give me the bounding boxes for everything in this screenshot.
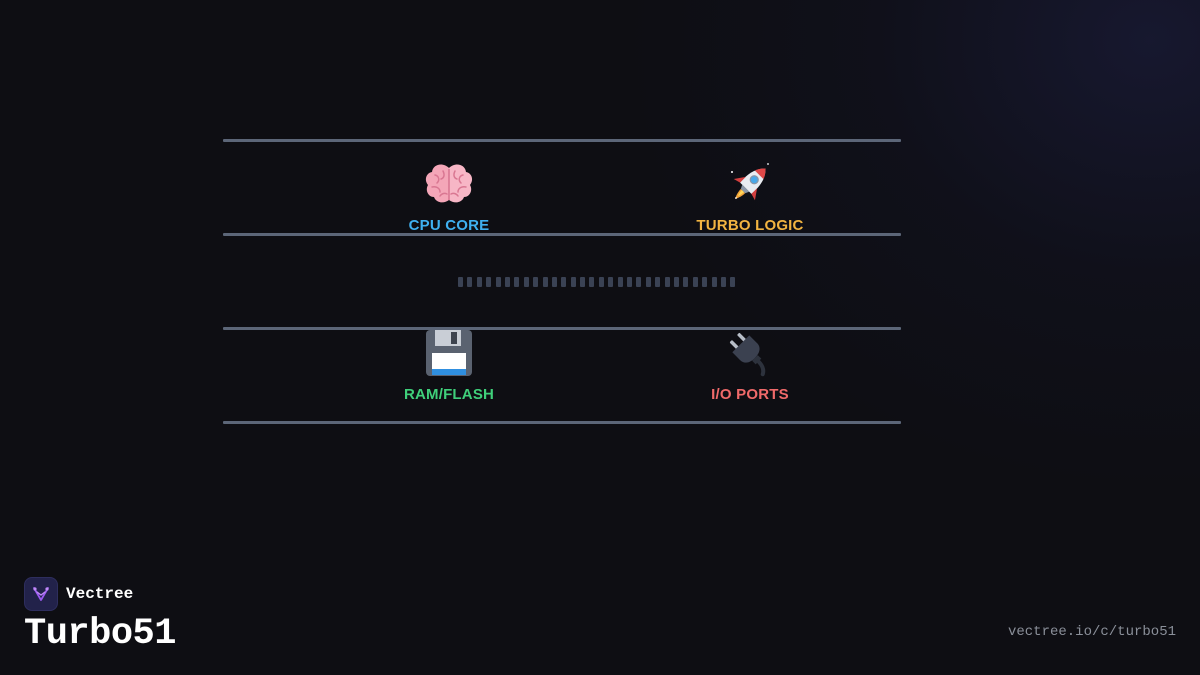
bus-tick [514,277,520,287]
bus-ticks [458,277,740,287]
bus-tick [598,277,604,287]
bus-tick [683,277,689,287]
divider-line-top [223,139,901,142]
floppy-disk-icon [339,329,559,377]
bus-tick [627,277,633,287]
bus-tick [730,277,736,287]
vectree-logo-icon [24,577,58,611]
block-io-ports: I/O PORTS [640,329,860,403]
brain-icon [339,160,559,208]
bus-tick [608,277,614,287]
block-label: TURBO LOGIC [696,217,804,234]
bus-tick [476,277,482,287]
block-label: RAM/FLASH [403,386,495,403]
bus-tick [561,277,567,287]
bus-tick [702,277,708,287]
block-turbo-logic: TURBO LOGIC [640,160,860,234]
footer-url[interactable]: vectree.io/c/turbo51 [1007,624,1176,640]
bus-tick [580,277,586,287]
bus-tick [711,277,717,287]
bus-tick [486,277,492,287]
bus-tick [617,277,623,287]
bus-tick [589,277,595,287]
bus-tick [720,277,726,287]
block-label: I/O PORTS [711,386,789,403]
bus-tick [551,277,557,287]
bus-tick [467,277,473,287]
bus-tick [692,277,698,287]
bus-tick [523,277,529,287]
rocket-icon [640,160,860,208]
brand: Vectree [24,577,133,611]
bus-tick [636,277,642,287]
bus-tick [495,277,501,287]
divider-line-bottom [223,421,901,424]
divider-line-lower-middle [223,327,901,330]
bus-tick [645,277,651,287]
bus-tick [664,277,670,287]
block-cpu-core: CPU CORE [339,160,559,234]
bus-tick [570,277,576,287]
bus-tick [655,277,661,287]
divider-line-upper-middle [223,233,901,236]
bus-tick [504,277,510,287]
bus-tick [673,277,679,287]
brand-name: Vectree [66,585,134,603]
block-ram-flash: RAM/FLASH [339,329,559,403]
product-title: Turbo51 [24,613,176,655]
electric-plug-icon [640,329,860,377]
bus-tick [458,277,463,287]
block-label: CPU CORE [408,217,490,234]
bus-tick [542,277,548,287]
bus-tick [533,277,539,287]
